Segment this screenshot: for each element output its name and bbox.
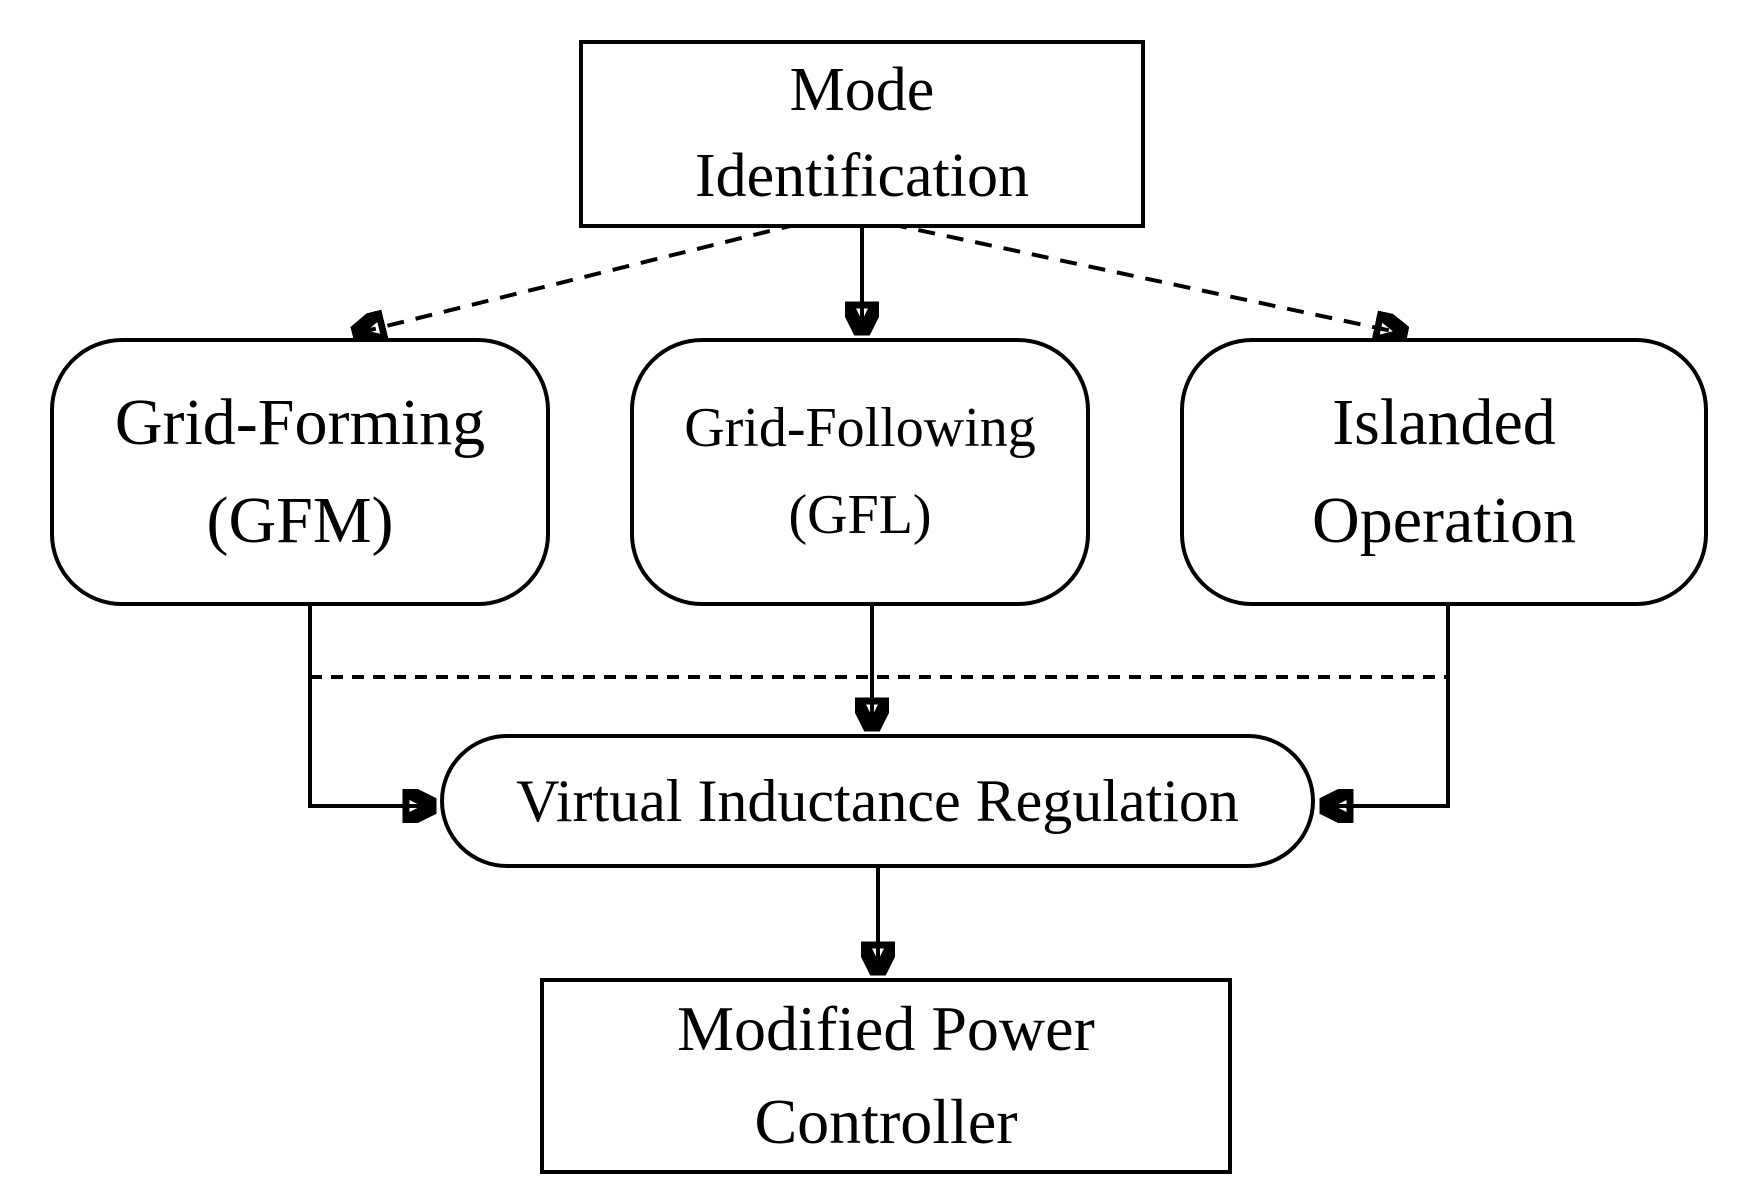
node-label-line: Islanded <box>1332 386 1556 460</box>
edge-gfm-to-vir-elbow-arrow <box>308 602 435 806</box>
edge-islanded-to-vir-elbow-arrow <box>1321 602 1450 806</box>
node-label-line: Identification <box>695 142 1029 210</box>
edge-mode-to-gfm-dashed-arrow <box>354 222 799 334</box>
node-label-line: (GFM) <box>206 484 394 557</box>
node-label-line: (GFL) <box>788 484 932 546</box>
node-virtual-inductance-regulation: Virtual Inductance Regulation <box>440 734 1315 868</box>
node-mode-identification: Mode Identification <box>579 40 1145 228</box>
node-label-line: Controller <box>754 1086 1018 1157</box>
node-label-line: Grid-Following <box>684 397 1036 460</box>
node-label-line: Mode <box>789 56 935 125</box>
node-modified-power-controller: Modified Power Controller <box>540 978 1232 1174</box>
edge-mode-to-islanded-dashed-arrow <box>889 222 1406 334</box>
node-grid-forming: Grid-Forming (GFM) <box>50 338 550 606</box>
node-islanded-operation: Islanded Operation <box>1180 338 1708 606</box>
node-label-line: Grid-Forming <box>114 386 486 460</box>
node-label-line: Modified Power <box>677 993 1095 1065</box>
node-label-line: Operation <box>1312 484 1576 557</box>
node-label-line: Virtual Inductance Regulation <box>516 768 1239 834</box>
node-grid-following: Grid-Following (GFL) <box>630 338 1090 606</box>
